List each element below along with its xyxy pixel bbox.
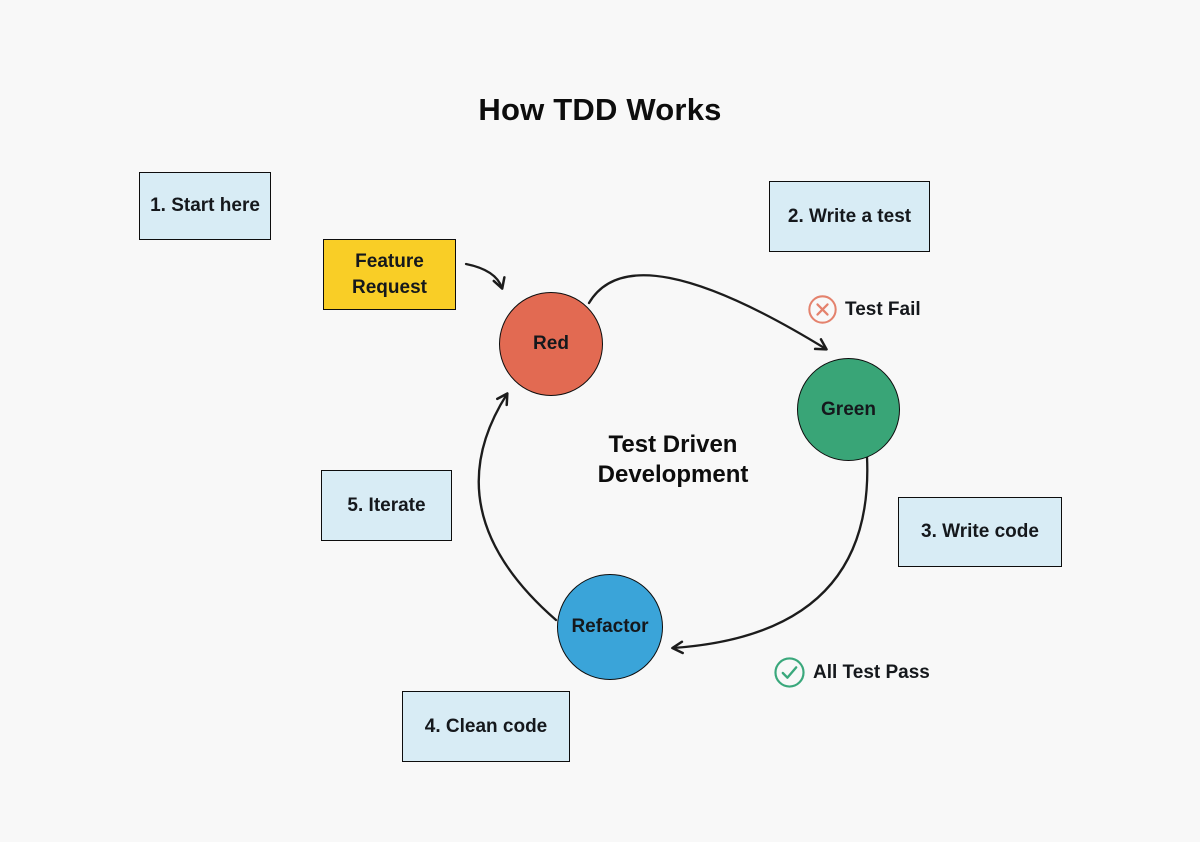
node-refactor: Refactor <box>557 574 663 680</box>
note-write-a-test-label: 2. Write a test <box>787 205 912 227</box>
node-green: Green <box>797 358 900 461</box>
note-write-code-label: 3. Write code <box>921 521 1039 542</box>
center-label: Test Driven Development <box>597 431 749 488</box>
arrow-feature-to-red <box>464 262 506 290</box>
note-clean-code-label: 4. Clean code <box>424 715 548 737</box>
note-clean-code: 4. Clean code <box>402 691 570 762</box>
note-write-code: 3. Write code <box>898 497 1062 567</box>
node-red: Red <box>499 292 603 396</box>
feature-request-label: Feature Request <box>352 250 427 298</box>
x-circle-icon <box>807 294 838 325</box>
status-test-fail-label: Test Fail <box>845 298 921 320</box>
note-start-here: 1. Start here <box>139 172 271 240</box>
page-title: How TDD Works <box>478 92 722 127</box>
status-all-test-pass-label: All Test Pass <box>813 661 930 683</box>
note-iterate: 5. Iterate <box>321 470 452 541</box>
check-circle-icon <box>773 656 806 689</box>
node-green-label: Green <box>821 398 876 420</box>
arrow-red-to-green <box>587 274 828 351</box>
note-start-here-label: 1. Start here <box>150 195 260 216</box>
note-write-a-test: 2. Write a test <box>769 181 930 252</box>
feature-request-box: Feature Request <box>323 239 456 310</box>
node-refactor-label: Refactor <box>571 616 649 637</box>
status-all-test-pass: All Test Pass <box>773 656 930 689</box>
status-test-fail: Test Fail <box>807 294 921 325</box>
note-iterate-label: 5. Iterate <box>347 494 426 516</box>
node-red-label: Red <box>533 333 569 354</box>
arrow-refactor-to-red <box>477 392 558 622</box>
